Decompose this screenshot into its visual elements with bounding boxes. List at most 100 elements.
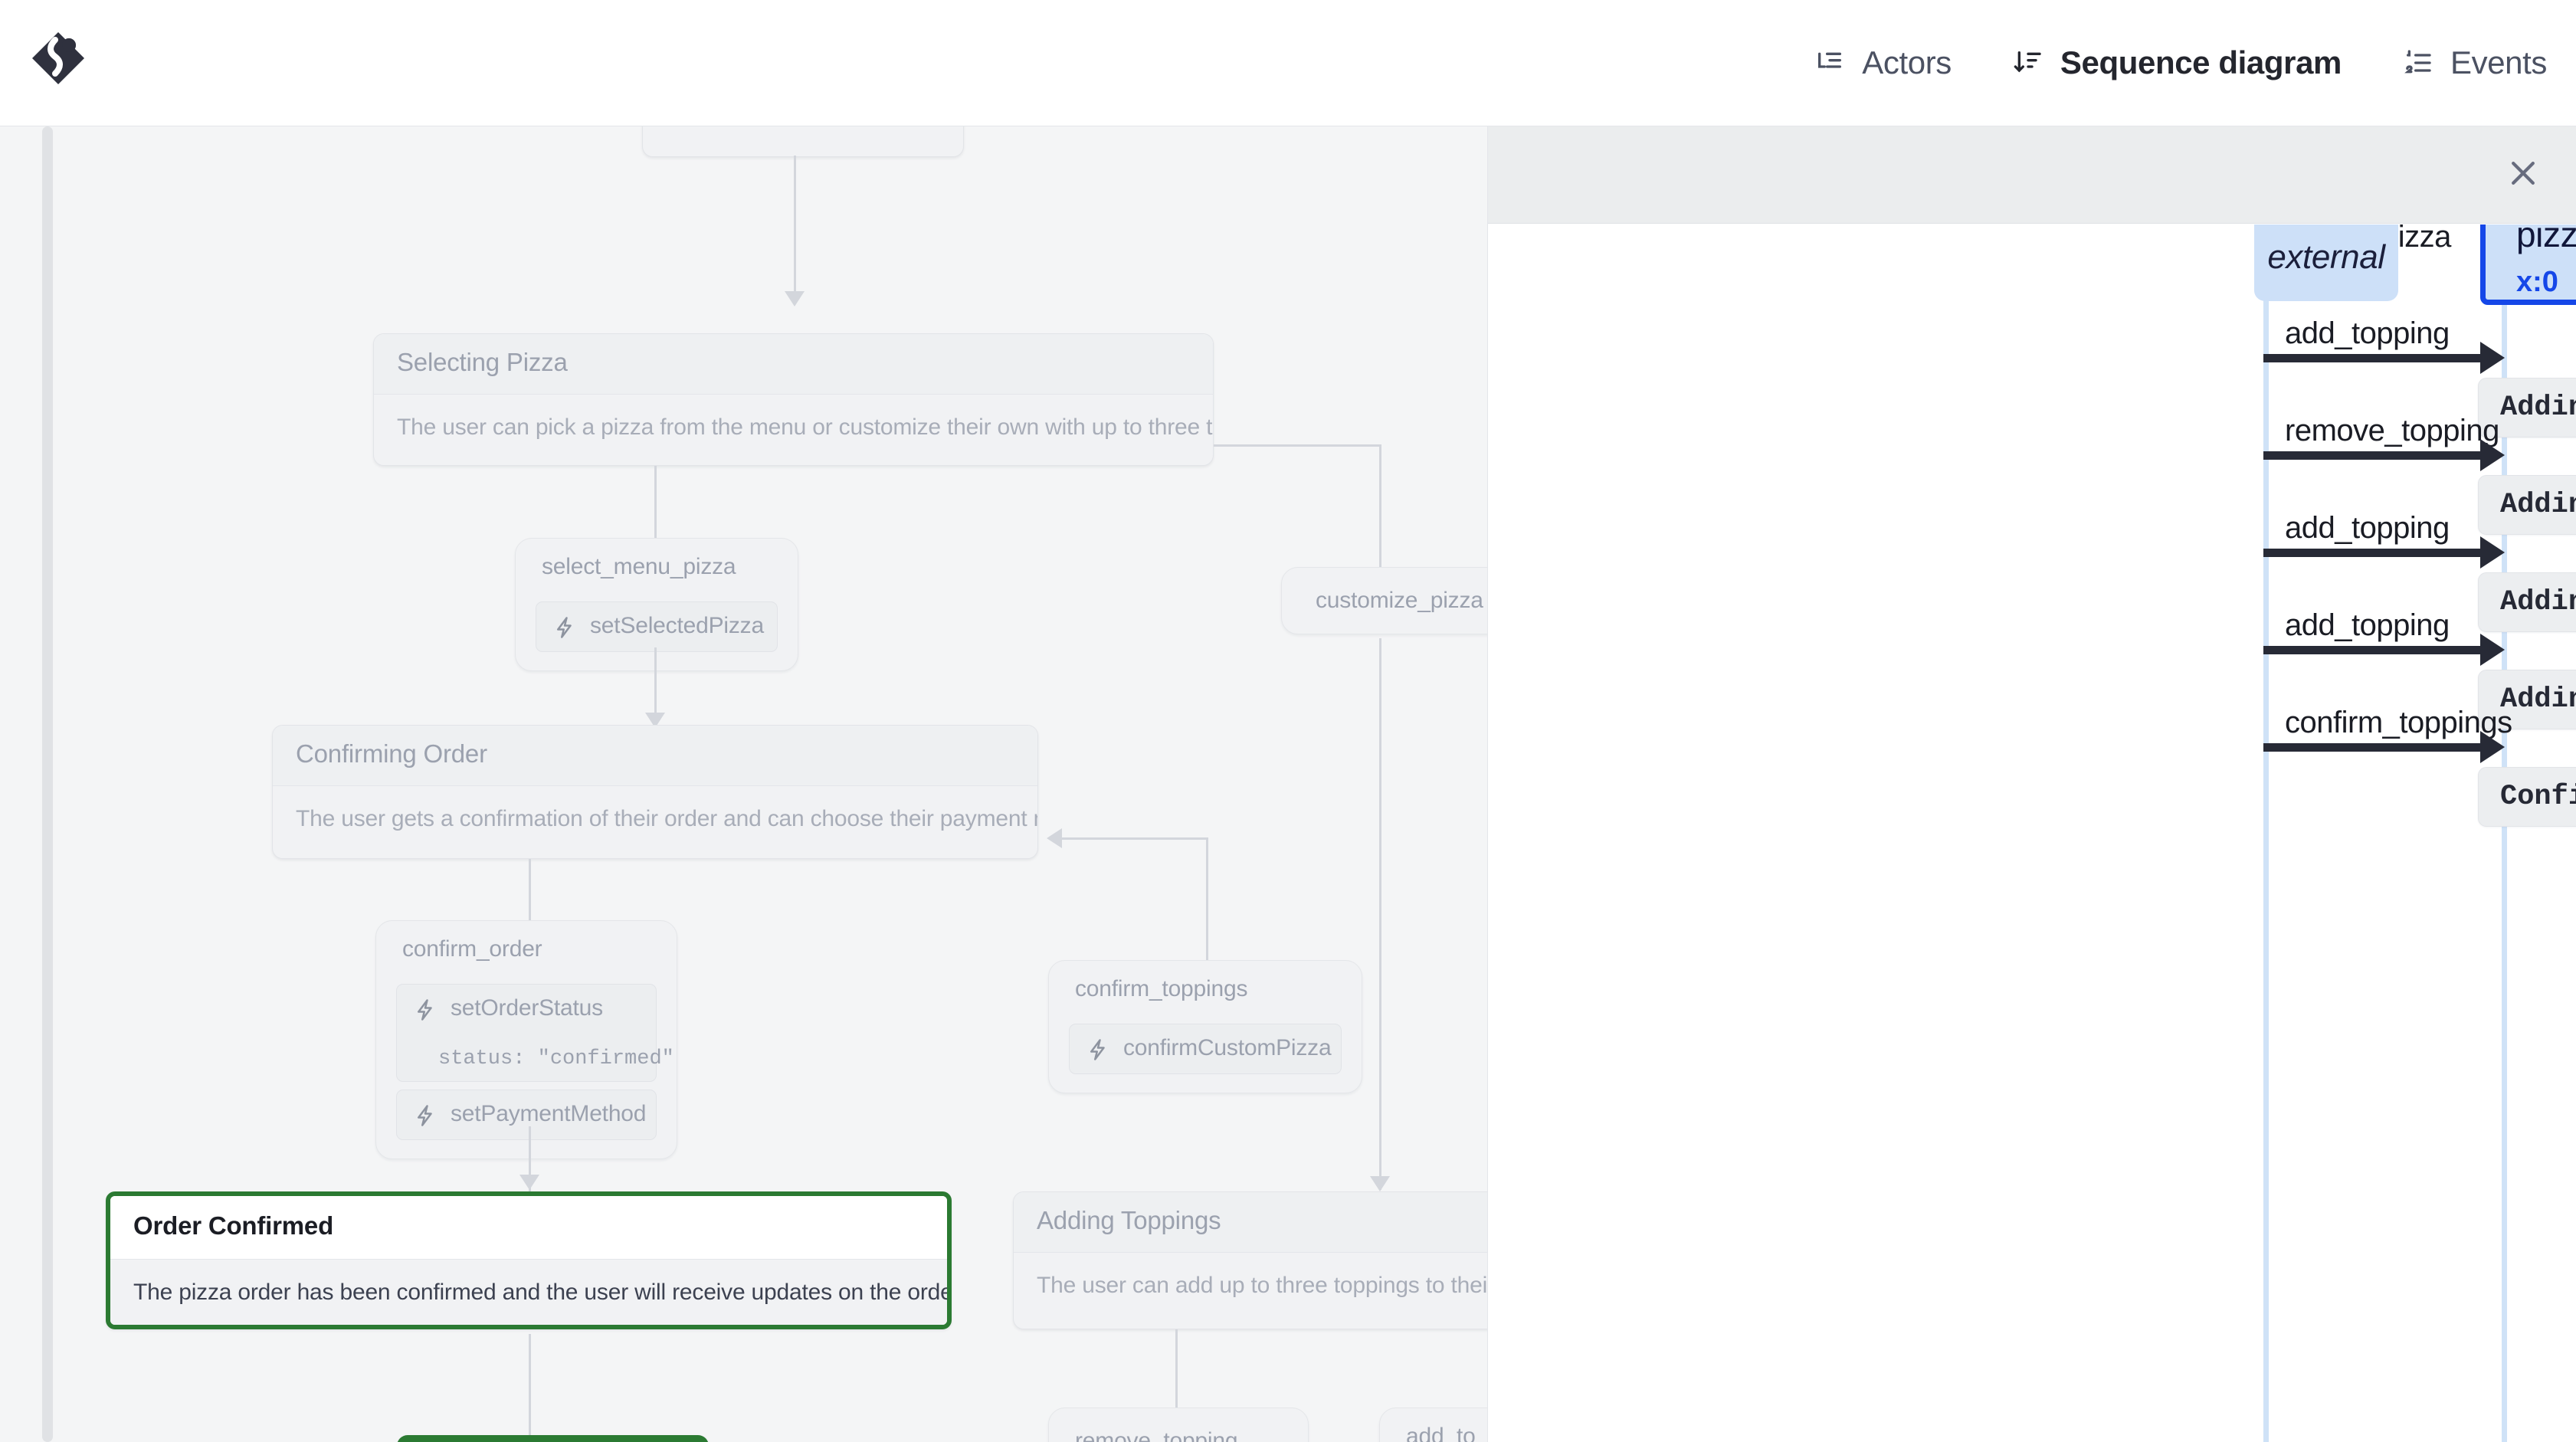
message-arrow-head	[2480, 536, 2505, 569]
edge-line	[529, 1126, 531, 1191]
actor-label: pizzaOrdering	[2516, 224, 2576, 254]
message-label: remove_topping	[2285, 414, 2499, 447]
lightning-bolt-icon	[553, 614, 576, 641]
event-node-customize-pizza[interactable]: customize_pizza	[1281, 567, 1487, 634]
lifeline-external	[2263, 282, 2269, 1442]
event-node-select-menu-pizza[interactable]: select_menu_pizza setSelectedPizza	[515, 538, 798, 671]
state-node-selecting-pizza[interactable]: Selecting Pizza The user can pick a pizz…	[373, 333, 1214, 466]
edge-line	[1061, 837, 1207, 840]
lifeline-pizzaordering	[2502, 282, 2507, 1442]
state-chip: Adding Toppings	[2478, 378, 2576, 438]
event-node-remove-topping[interactable]: remove_topping	[1048, 1408, 1309, 1442]
state-chip: Confirming Order	[2478, 767, 2576, 827]
edge-line	[529, 1334, 531, 1437]
header-nav: Actors Sequence diagram Events	[1808, 0, 2553, 126]
event-title: confirm_order	[402, 936, 542, 962]
edge-arrowhead	[1047, 828, 1062, 848]
action-chip[interactable]: setOrderStatus status: "confirmed"	[396, 984, 674, 1082]
message-label: confirm_toppings	[2285, 706, 2512, 739]
action-chip[interactable]: setSelectedPizza	[536, 601, 778, 652]
message-arrow-line	[2263, 743, 2486, 752]
state-chip: Adding Toppings	[2478, 475, 2576, 535]
close-panel-button[interactable]	[2496, 148, 2550, 202]
state-node-order-confirmed[interactable]: Order Confirmed The pizza order has been…	[106, 1191, 952, 1329]
edge-line	[1379, 638, 1381, 1190]
state-chip: Adding Toppings	[2478, 670, 2576, 729]
tab-sequence-diagram-label: Sequence diagram	[2060, 44, 2342, 80]
action-chip[interactable]: setPaymentMethod	[396, 1090, 657, 1140]
message-label: add_topping	[2285, 511, 2450, 545]
final-event-pill[interactable]: pizza_assembly_started	[397, 1435, 710, 1442]
list-tree-icon	[1814, 48, 1845, 78]
state-description: The user can add up to three toppings to…	[1037, 1273, 1487, 1298]
message-arrow-line	[2263, 646, 2486, 654]
state-node-confirming-order[interactable]: Confirming Order The user gets a confirm…	[272, 725, 1038, 859]
actor-context: x:0	[2516, 266, 2558, 298]
action-name: confirmCustomPizza	[1123, 1035, 1332, 1060]
statechart-graph: Selecting Pizza The user can pick a pizz…	[0, 126, 1487, 1442]
event-title: select_menu_pizza	[542, 554, 736, 579]
actor-box-external[interactable]: external	[2254, 224, 2398, 301]
actor-box-pizzaordering[interactable]: pizzaOrdering x:0	[2480, 224, 2576, 305]
state-description: The user gets a confirmation of their or…	[296, 806, 1038, 831]
stately-logo[interactable]	[26, 26, 90, 90]
tab-sequence-diagram[interactable]: Sequence diagram	[2007, 40, 2348, 86]
lightning-bolt-icon	[414, 997, 437, 1023]
event-node-confirm-toppings[interactable]: confirm_toppings confirmCustomPizza	[1048, 960, 1362, 1093]
state-node-adding-toppings[interactable]: Adding Toppings The user can add up to t…	[1013, 1191, 1487, 1329]
edge-line	[1206, 837, 1208, 979]
action-name: setPaymentMethod	[451, 1101, 647, 1126]
event-title: remove_topping	[1075, 1428, 1238, 1442]
canvas-scrollbar[interactable]	[42, 126, 53, 1442]
actor-label: external	[2267, 238, 2385, 276]
edge-line	[654, 647, 657, 715]
state-title: Order Confirmed	[110, 1196, 947, 1260]
edge-line	[1379, 444, 1381, 567]
tab-actors[interactable]: Actors	[1808, 40, 1958, 86]
event-title: customize_pizza	[1316, 588, 1483, 613]
workspace: Selecting Pizza The user can pick a pizz…	[0, 126, 2576, 1442]
state-title: Adding Toppings	[1014, 1192, 1487, 1253]
state-title: Confirming Order	[273, 726, 1037, 786]
state-description: The pizza order has been confirmed and t…	[110, 1260, 947, 1325]
edge-line	[1175, 1329, 1178, 1414]
edge-line	[794, 156, 796, 293]
app-header: Actors Sequence diagram Events	[0, 0, 2576, 126]
action-name: setSelectedPizza	[590, 613, 764, 638]
state-chip: Adding Toppings	[2478, 572, 2576, 632]
message-arrow-head	[2480, 342, 2505, 374]
message-arrow-line	[2263, 549, 2486, 557]
edge-arrowhead	[519, 1175, 539, 1190]
edge-line	[529, 859, 531, 943]
event-title: confirm_toppings	[1075, 976, 1248, 1001]
lightning-bolt-icon	[1086, 1037, 1109, 1063]
message-arrow-line	[2263, 354, 2486, 362]
message-arrow-line	[2263, 451, 2486, 460]
lightning-bolt-icon	[414, 1103, 437, 1129]
event-title: add_to	[1406, 1424, 1476, 1442]
sequence-panel-header	[1488, 126, 2576, 224]
edge-line	[654, 466, 657, 538]
tab-events[interactable]: Events	[2397, 40, 2553, 86]
edge-arrowhead	[645, 713, 665, 728]
statechart-canvas[interactable]: Selecting Pizza The user can pick a pizz…	[0, 126, 1487, 1442]
ordered-list-icon	[2403, 48, 2433, 78]
state-description: The user can pick a pizza from the menu …	[397, 415, 1214, 440]
close-icon	[2506, 156, 2540, 194]
sequence-diagram-panel: pizza external pizzaOrdering x:0 add_top…	[1487, 126, 2576, 1442]
message-arrow-head	[2480, 634, 2505, 666]
state-title: Selecting Pizza	[374, 334, 1213, 395]
message-arrow-head	[2480, 439, 2505, 471]
action-param: status: "confirmed"	[438, 1047, 674, 1070]
action-name: setOrderStatus	[451, 995, 603, 1021]
sequence-diagram[interactable]: pizza external pizzaOrdering x:0 add_top…	[1488, 224, 2576, 1442]
sort-descending-icon	[2013, 48, 2043, 78]
edge-arrowhead	[785, 291, 805, 306]
edge-line	[1214, 444, 1381, 447]
event-node-confirm-order[interactable]: confirm_order setOrderStatus status: "co…	[375, 920, 677, 1159]
edge-arrowhead	[1370, 1176, 1390, 1191]
event-node-add-topping[interactable]: add_to a	[1379, 1408, 1487, 1442]
state-node-partial-top[interactable]	[642, 126, 964, 157]
action-chip[interactable]: confirmCustomPizza	[1069, 1024, 1342, 1074]
tab-events-label: Events	[2450, 44, 2547, 80]
